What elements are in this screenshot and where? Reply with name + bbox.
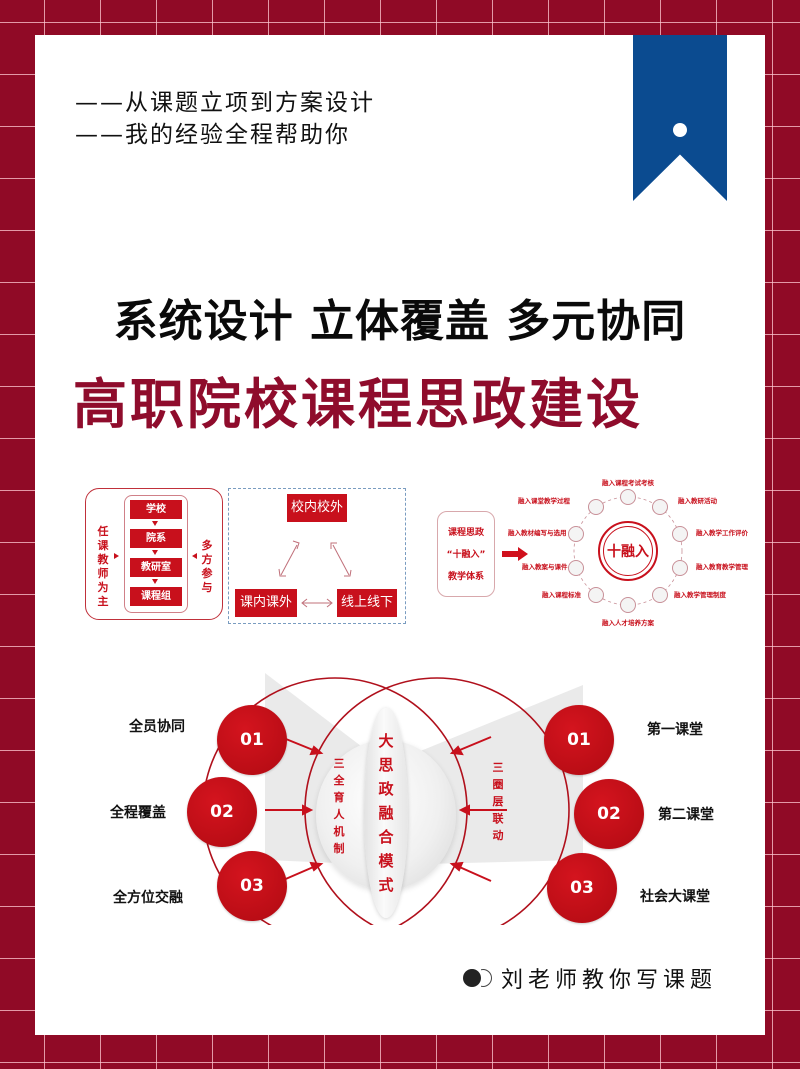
pencil-icon [652,587,668,603]
node-campus: 校内校外 [287,494,347,522]
gear-icon [620,489,636,505]
level-box: 教研室 [130,558,182,577]
system-box: 课程思政 “十融入” 教学体系 [437,511,495,597]
bookmark-hole [673,123,687,137]
board-icon [588,587,604,603]
right-item-label: 社会大课堂 [640,889,710,905]
step-badge: 03 [547,853,617,923]
arrow-right-icon [114,553,119,559]
node-online: 线上线下 [337,589,397,617]
paperclip-icon [568,560,584,576]
poster-card: ——从课题立项到方案设计 ——我的经验全程帮助你 系统设计 立体覆盖 多元协同 … [35,35,765,1035]
step-badge: 03 [217,851,287,921]
step-badge: 02 [574,779,644,849]
center-circle: 十融入 [598,521,658,581]
item-label: 融入人才培养方案 [602,619,654,627]
item-label: 融入课程标准 [542,591,581,599]
model-diagram: 大 思 政 融 合 模 式 三 全 育 人 机 制 三 圈 层 联 动 01 0… [95,655,735,925]
arrow-left-icon [192,553,197,559]
subtitle-line-1: ——从课题立项到方案设计 [75,90,375,116]
right-item-label: 第一课堂 [647,722,703,738]
node-classroom: 课内课外 [235,589,297,617]
subtitle-line-2: ——我的经验全程帮助你 [75,122,350,148]
left-item-label: 全员协同 [129,719,185,735]
level-box: 学校 [130,500,182,519]
bookmark-icon [633,35,727,201]
headline-secondary: 高职院校课程思政建设 [73,373,643,436]
level-box: 院系 [130,529,182,548]
headline-primary: 系统设计 立体覆盖 多元协同 [113,296,687,347]
triangle-diagram: 校内校外 课内课外 线上线下 [228,488,406,624]
speech-icon [588,499,604,515]
document-icon [672,526,688,542]
hierarchy-stack: 学校 院系 教研室 课程组 [124,495,188,613]
item-label: 融入教案与课件 [522,563,568,571]
arrow-right-icon [502,547,528,561]
right-item-label: 第二课堂 [658,807,714,823]
double-arrows-icon [278,540,352,608]
right-mechanism-label: 三 圈 层 联 动 [492,761,504,842]
folder-icon [672,560,688,576]
level-box: 课程组 [130,587,182,606]
item-label: 融入教育教学管理 [696,563,748,571]
arrow-down-icon [152,579,158,584]
step-badge: 01 [217,705,287,775]
author-name: 刘老师教你写课题 [501,968,718,993]
toggle-circles-icon [463,969,493,987]
left-item-label: 全方位交融 [113,890,183,906]
left-vertical-label: 任 课 教 师 为 主 [97,525,109,608]
step-badge: 01 [544,705,614,775]
tools-icon [652,499,668,515]
item-label: 融入教学工作评价 [696,529,748,537]
item-label: 融入课堂教学过程 [518,497,570,505]
item-label: 融入教研活动 [678,497,717,505]
left-item-label: 全程覆盖 [110,805,166,821]
author-signature: 刘老师教你写课题 [463,962,717,994]
right-vertical-label: 多 方 参 与 [201,539,213,594]
chat-icon [568,526,584,542]
umbrella-icon [620,597,636,613]
integration-diagram: 课程思政 “十融入” 教学体系 十融入 融入课程考试考核 融入教研活动 融入教学… [430,475,765,635]
left-mechanism-label: 三 全 育 人 机 制 [333,757,345,855]
item-label: 融入教材编写与选用 [508,529,567,537]
item-label: 融入课程考试考核 [602,479,654,487]
center-lens: 大 思 政 融 合 模 式 [364,708,408,918]
hierarchy-diagram: 任 课 教 师 为 主 学校 院系 教研室 课程组 多 方 参 与 [85,488,223,620]
item-label: 融入教学管理制度 [674,591,726,599]
step-badge: 02 [187,777,257,847]
arrow-down-icon [152,550,158,555]
arrow-down-icon [152,521,158,526]
